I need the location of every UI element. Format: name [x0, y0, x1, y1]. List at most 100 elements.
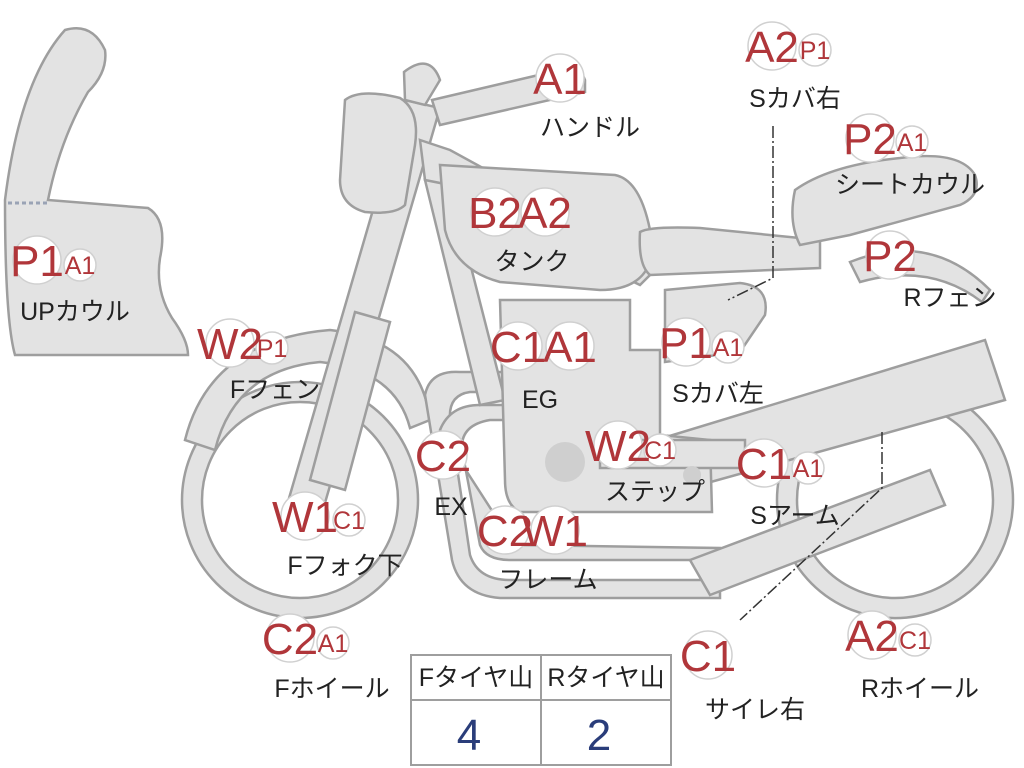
code-secondary: P1	[800, 37, 831, 65]
code-disc-small	[332, 503, 366, 537]
code-primary: B2	[468, 189, 522, 238]
part-name: Sカバ左	[672, 380, 764, 408]
code-disc	[739, 438, 789, 488]
code-primary: C2	[262, 615, 318, 664]
part-name: Rホイール	[861, 675, 979, 703]
code-disc-small	[898, 623, 932, 657]
code-secondary: A1	[897, 129, 928, 157]
part-name: EX	[434, 493, 468, 521]
leader-line-silencer	[739, 432, 883, 621]
rear-tire-header: Rタイヤ山	[547, 664, 664, 692]
code-primary: C1	[736, 440, 792, 489]
code-primary: P1	[10, 237, 64, 286]
code-disc-small	[255, 331, 289, 365]
part-name: EG	[522, 386, 558, 414]
code-disc	[265, 613, 315, 663]
code-primary: C2	[477, 507, 533, 556]
code-disc	[747, 21, 797, 71]
code-primary: P1	[659, 319, 713, 368]
code-disc-small	[791, 451, 825, 485]
code-primary: A2	[745, 23, 799, 72]
code-primary: W1	[272, 493, 338, 542]
code-primary: C2	[415, 432, 471, 481]
label-silencer: C1 サイレ右	[680, 630, 805, 724]
code-secondary: C1	[899, 627, 931, 655]
code-disc	[847, 610, 897, 660]
frame-shape	[423, 370, 722, 600]
code-disc	[593, 420, 643, 470]
code-disc	[280, 491, 330, 541]
code-primary: W2	[585, 422, 651, 471]
code-secondary: A1	[65, 252, 96, 280]
front-tire-header: Fタイヤ山	[419, 664, 534, 692]
code-secondary: P1	[257, 335, 288, 363]
label-ffork: W1 C1 Fフォク下	[272, 491, 403, 580]
label-eg: C1 A1 EG	[490, 321, 597, 414]
seat-shape	[638, 226, 822, 277]
code-primary: A2	[845, 612, 899, 661]
code-secondary: A1	[543, 323, 597, 372]
label-frame: C2 W1 フレーム	[477, 505, 598, 594]
code-secondary: A2	[518, 189, 572, 238]
engine-cover	[545, 442, 585, 482]
code-disc	[535, 53, 585, 103]
part-name: Sアーム	[750, 502, 839, 530]
code-disc	[845, 113, 895, 163]
part-name: UPカウル	[20, 298, 130, 326]
code-primary: A1	[533, 55, 587, 104]
code-primary: C1	[490, 323, 546, 372]
part-name: シートカウル	[835, 171, 985, 199]
code-disc-small	[798, 33, 832, 67]
code-secondary: C1	[644, 437, 676, 465]
label-ffender: W2 P1 Fフェン	[197, 318, 320, 404]
fork-upper	[402, 62, 442, 107]
part-name: タンク	[494, 248, 569, 276]
part-name: Sカバ右	[749, 85, 841, 113]
headlight	[338, 92, 418, 214]
label-scover-r: A2 P1 Sカバ右	[745, 21, 841, 113]
code-secondary: A1	[318, 630, 349, 658]
code-disc-small	[316, 626, 350, 660]
code-disc	[661, 317, 711, 367]
label-seatcowl: P2 A1 シートカウル	[835, 113, 985, 199]
front-tire-value: 4	[457, 711, 481, 760]
label-tank: B2 A2 タンク	[468, 187, 572, 276]
code-secondary: A1	[793, 455, 824, 483]
label-ex: C2 EX	[415, 430, 471, 521]
code-disc	[683, 630, 733, 680]
label-fwheel: C2 A1 Fホイール	[262, 613, 390, 703]
part-name: Fフォク下	[287, 552, 402, 580]
silencer-shape	[688, 468, 947, 597]
part-name: ハンドル	[540, 114, 640, 142]
leader-line-scover	[727, 126, 774, 301]
part-labels: P1 A1 UPカウル A1 ハンドル A2 P1 Sカバ右 P2 A1 シート…	[10, 21, 997, 724]
code-disc-small	[711, 330, 745, 364]
fork-lower	[308, 310, 392, 492]
code-disc-small	[63, 248, 97, 282]
part-name: Fフェン	[230, 376, 320, 404]
label-step: W2 C1 ステップ	[585, 420, 705, 506]
code-disc	[545, 321, 595, 371]
code-secondary: A1	[713, 334, 744, 362]
code-primary: P2	[843, 115, 897, 164]
code-disc	[530, 505, 580, 555]
label-rfender: P2 Rフェン	[863, 230, 997, 312]
part-name: フレーム	[498, 566, 597, 594]
code-disc	[865, 230, 915, 280]
code-disc	[418, 430, 468, 480]
step-peg	[683, 466, 701, 484]
tire-table: Fタイヤ山 Rタイヤ山 4 2	[410, 654, 672, 766]
rear-tire-value: 2	[587, 711, 611, 760]
part-name: Rフェン	[903, 284, 996, 312]
part-name: ステップ	[605, 478, 705, 506]
part-name: Fホイール	[274, 675, 389, 703]
code-disc-small	[895, 125, 929, 159]
label-rwheel: A2 C1 Rホイール	[845, 610, 979, 703]
code-disc	[480, 505, 530, 555]
code-disc	[205, 318, 255, 368]
label-scover-l: P1 A1 Sカバ左	[659, 317, 764, 408]
code-secondary: W1	[522, 507, 588, 556]
code-disc	[493, 321, 543, 371]
label-sarm: C1 A1 Sアーム	[736, 438, 840, 530]
